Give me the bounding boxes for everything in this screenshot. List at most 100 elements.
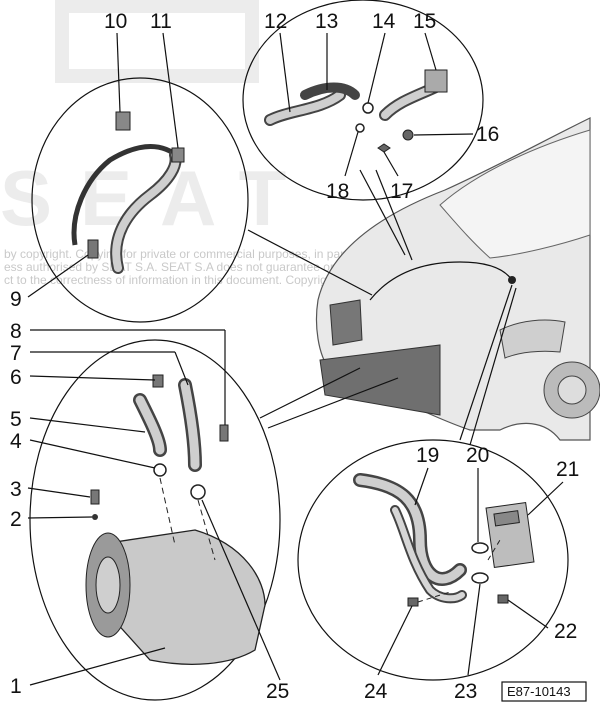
callout-1: 1 — [10, 675, 22, 698]
leader-19 — [414, 467, 429, 506]
top-lines-detail — [264, 69, 448, 153]
watermark-logo-shape — [55, 0, 259, 83]
reference-code-box: E87-10143 — [501, 681, 587, 702]
watermark-line-3: ct to the correctness of information in … — [4, 273, 337, 287]
nut-16 — [402, 129, 414, 141]
callout-6: 6 — [10, 366, 22, 389]
callout-7: 7 — [10, 342, 22, 365]
callout-2: 2 — [10, 508, 22, 531]
line-19b-fill — [392, 507, 465, 602]
leader-2 — [27, 516, 93, 519]
assembly-axis-left — [159, 477, 176, 546]
compressor-pulley-hub — [95, 556, 121, 614]
callout-25: 25 — [266, 680, 289, 703]
clip-17 — [377, 143, 391, 153]
suction-line-part-fill — [266, 91, 344, 124]
bolt-22 — [497, 594, 509, 604]
axis-24 — [417, 591, 451, 603]
callout-5: 5 — [10, 408, 22, 431]
leader-valve-to-car — [459, 284, 513, 441]
leader-12 — [279, 32, 291, 113]
car-left-headlight — [329, 299, 363, 346]
callout-13: 13 — [315, 10, 338, 33]
callout-14: 14 — [372, 10, 396, 33]
callout-22: 22 — [554, 620, 577, 643]
callout-16: 16 — [476, 123, 499, 146]
axis-21 — [487, 539, 501, 561]
leader-21 — [527, 481, 564, 516]
callout-8: 8 — [10, 320, 22, 343]
leader-circle-ul-to-car — [247, 229, 373, 296]
callout-23: 23 — [454, 680, 477, 703]
car-right-headlight — [499, 319, 566, 359]
leader-4 — [29, 439, 156, 469]
washer-2 — [92, 514, 98, 520]
ac-line-connector — [508, 276, 516, 284]
callout-19: 19 — [416, 444, 439, 467]
leader-25 — [201, 499, 281, 681]
callout-9: 9 — [10, 288, 22, 311]
leader-6 — [29, 375, 156, 381]
leader-compressor-to-car — [259, 367, 361, 419]
callout-20: 20 — [466, 444, 489, 467]
ac-line-routing — [369, 261, 513, 301]
pressure-line-part — [300, 82, 360, 100]
leader-5 — [29, 417, 146, 433]
callout-4: 4 — [10, 430, 22, 453]
suction-hose-5-fill — [135, 395, 165, 455]
expansion-valve-top — [493, 510, 520, 527]
o-ring-20 — [471, 542, 489, 554]
leader-3 — [27, 487, 91, 498]
callout-3: 3 — [10, 478, 22, 501]
car-windshield — [439, 129, 591, 259]
reference-code: E87-10143 — [507, 684, 571, 699]
leader-22 — [507, 599, 549, 629]
leader-23 — [467, 583, 481, 676]
leader-10 — [116, 32, 121, 113]
detail-circle-upper-left — [31, 77, 249, 323]
bolt-3 — [90, 489, 100, 505]
o-ring-25 — [190, 484, 206, 500]
compressor-detail — [85, 374, 266, 665]
detail-circle-expansion-valve — [297, 439, 569, 681]
bolt-8 — [219, 424, 229, 442]
line-19 — [353, 473, 467, 586]
leader-17 — [383, 151, 399, 177]
detail-circle-compressor — [29, 339, 281, 701]
pressure-hose-7-fill — [180, 380, 200, 470]
leader-15 — [424, 32, 437, 71]
o-ring-14 — [362, 102, 374, 114]
callout-10: 10 — [104, 10, 127, 33]
leader-14 — [367, 32, 386, 104]
o-ring-18 — [355, 123, 365, 133]
bolt-24 — [407, 597, 419, 607]
line-connector-part — [87, 239, 99, 259]
assembly-axis-right — [197, 499, 216, 561]
car-grille — [319, 344, 441, 416]
callout-15: 15 — [413, 10, 436, 33]
watermark: SEAT by copyright. Copying for private o… — [0, 0, 386, 287]
leader-18 — [344, 131, 359, 177]
callout-24: 24 — [364, 680, 388, 703]
o-ring-23 — [471, 572, 489, 584]
detail-circle-top-center — [242, 0, 484, 201]
callout-leaders — [27, 32, 564, 686]
refrigerant-line-thin — [71, 144, 182, 246]
expansion-valve-detail — [353, 473, 535, 607]
leader-compressor-to-car-2 — [267, 377, 399, 429]
line-19-fill — [355, 475, 465, 584]
callout-18: 18 — [326, 180, 349, 203]
callout-12: 12 — [264, 10, 287, 33]
car-front — [315, 117, 600, 441]
service-valve-part — [171, 147, 185, 163]
leader-1 — [29, 647, 166, 686]
callout-labels: 10 11 12 13 14 15 16 17 18 9 8 7 6 5 4 3… — [10, 10, 579, 703]
leader-16 — [413, 133, 474, 136]
refrigerant-line-thick-fill — [112, 151, 180, 272]
callout-11: 11 — [150, 10, 172, 33]
car-wheel-hub — [557, 375, 587, 405]
o-ring-4 — [153, 463, 167, 477]
compressor-body — [94, 529, 266, 665]
hose-lines-detail — [71, 111, 185, 274]
